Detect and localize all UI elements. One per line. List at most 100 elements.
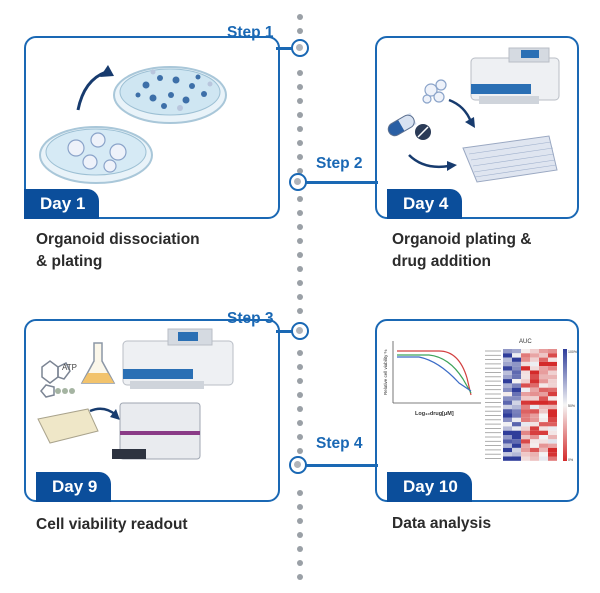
heatmap-cell [512,349,521,354]
heatmap-cell [548,422,557,427]
heatmap-cell [539,422,548,427]
heatmap-cell [530,404,539,410]
heatmap-cell [539,349,548,354]
timeline-dot [297,420,303,426]
heatmap-cell [512,413,521,418]
heatmap-cell [512,370,521,375]
colorbar-bottom-label: 0% [568,458,573,462]
heatmap-row-labels [485,350,501,459]
heatmap-cell [503,353,512,358]
heatmap-cell [530,374,539,380]
heatmap-cell [512,417,521,423]
heatmap-cell [503,426,512,431]
timeline-dot [297,350,303,356]
heatmap-cell [521,422,530,427]
step3-card: ATP Day 9 [24,319,280,502]
heatmap-cell [521,349,530,354]
timeline-dot [297,70,303,76]
heatmap-cell [521,392,530,397]
heatmap-cell [512,443,521,448]
timeline-dot [297,574,303,580]
heatmap-cell [521,426,530,431]
heatmap-cell [539,374,548,380]
data-analysis-illustration: Relative cell viability % Log₁₀drug[μM] … [383,339,577,462]
step2-label: Step 2 [316,155,363,172]
petri-dish-illustration [39,65,227,184]
plating-illustration [387,47,560,183]
colorbar-top-label: 100% [568,350,577,354]
heatmap-cell [548,396,557,401]
heatmap-cell [512,426,521,431]
heatmap-cell [539,387,548,392]
heatmap-cell [503,452,512,457]
heatmap-cell [548,400,557,405]
heatmap-title: AUC [519,339,532,345]
heatmap-cell [548,353,557,358]
heatmap-cell [539,366,548,371]
heatmap-cell [548,413,557,418]
heatmap-cell [521,439,530,444]
heatmap-cell [503,357,512,362]
heatmap-cell [548,443,557,448]
heatmap-cell [503,349,512,354]
timeline-dot [297,14,303,20]
heatmap-cell [530,422,539,427]
heatmap-cell [539,430,548,435]
step1-connector [276,47,297,50]
heatmap-cell [521,435,530,440]
heatmap-cell [530,426,539,431]
step3-connector [276,330,297,333]
heatmap-cell [530,357,539,362]
heatmap-cell [512,430,521,435]
heatmap-cell [548,430,557,435]
timeline-dot [297,280,303,286]
heatmap-cell [548,370,557,375]
heatmap-cell [530,439,539,444]
heatmap-cell [539,361,548,367]
heatmap-cell [503,404,512,410]
heatmap-cell [539,435,548,440]
heatmap-cell [548,374,557,380]
heatmap-cell [521,366,530,371]
heatmap-cell [539,353,548,358]
timeline-dot [297,434,303,440]
heatmap-cell [512,439,521,444]
heatmap-cell [539,426,548,431]
heatmap-cell [503,413,512,418]
timeline-dot [297,504,303,510]
heatmap-cell [521,396,530,401]
heatmap-cell [539,357,548,362]
heatmap-cell [521,413,530,418]
heatmap-cell [530,387,539,392]
heatmap-cell [548,417,557,423]
heatmap-cell [548,392,557,397]
step4-description: Data analysis [392,515,492,532]
heatmap-cell [503,439,512,444]
heatmap-cell [530,447,539,453]
heatmap-cell [503,379,512,384]
timeline-dot [297,224,303,230]
heatmap-cell [521,383,530,388]
step3-description: Cell viability readout [36,516,188,533]
heatmap-cell [521,409,530,414]
day-badge: Day 9 [36,472,112,502]
heatmap-cell [512,396,521,401]
heatmap-cell [503,443,512,448]
heatmap-cell [548,366,557,371]
timeline-dot [297,392,303,398]
timeline-dot [297,210,303,216]
timeline-dot [297,448,303,454]
heatmap-cell [512,447,521,453]
heatmap-cell [521,456,530,461]
timeline-dot [297,546,303,552]
timeline-dot [297,266,303,272]
heatmap-cell [521,400,530,405]
timeline-dot [297,378,303,384]
heatmap-cell [530,396,539,401]
heatmap-cell [503,417,512,423]
timeline-dot [297,294,303,300]
heatmap-cell [521,370,530,375]
step1-card: Day 1 [24,36,280,219]
heatmap-cell [512,374,521,380]
timeline-dot [297,112,303,118]
